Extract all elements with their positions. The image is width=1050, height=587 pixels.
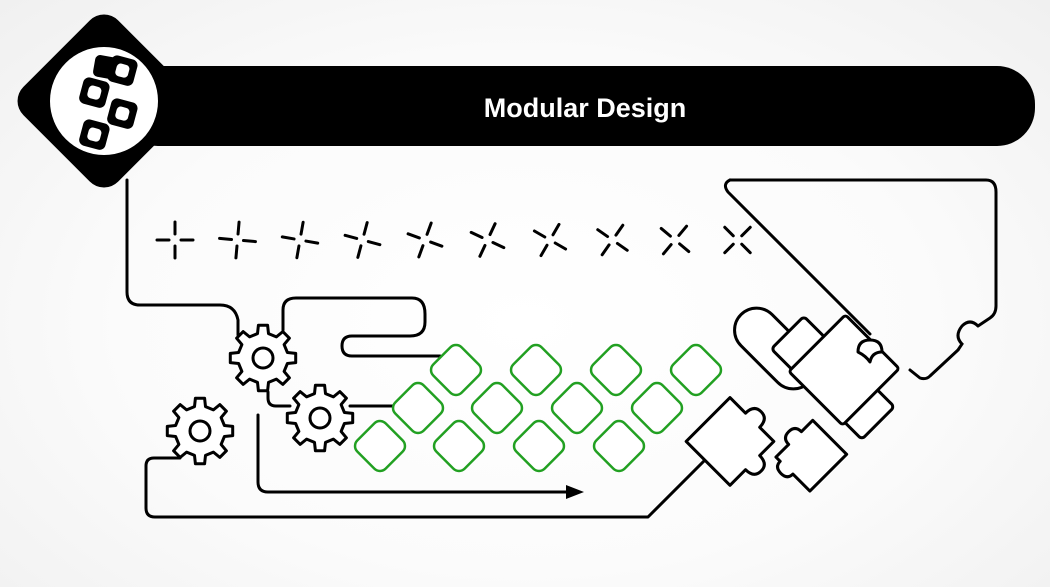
module-tile (630, 381, 684, 435)
module-tile (512, 419, 566, 473)
module-assembly (684, 306, 900, 493)
module-tile (353, 419, 407, 473)
cross-mark (723, 225, 752, 255)
socket-connector (856, 338, 884, 364)
gear-icon-middle (285, 383, 355, 453)
cross-mark (280, 220, 320, 260)
module-tile (669, 343, 723, 397)
modular-blocks-icon (17, 14, 191, 188)
puzzle-piece-2 (774, 418, 849, 493)
logo-block-1 (107, 55, 138, 86)
gears-group (165, 323, 355, 466)
module-tile (509, 343, 563, 397)
cross-mark (218, 220, 257, 260)
logo-block-4 (79, 119, 110, 150)
cross-mark (532, 222, 568, 258)
flow-lines (125, 178, 998, 519)
cross-mark (343, 221, 382, 259)
module-tile (391, 381, 445, 435)
module-tile (592, 419, 646, 473)
module-tile (470, 381, 524, 435)
cross-mark (469, 222, 506, 258)
module-tile (550, 381, 604, 435)
cross-mark (659, 224, 691, 256)
cross-marks-row (155, 220, 752, 260)
right-connector-knob (956, 320, 980, 351)
header-banner: Modular Design (120, 66, 1035, 146)
logo-block-2 (79, 77, 110, 108)
green-module-tiles (353, 343, 723, 473)
cross-mark (596, 223, 629, 257)
logo-block-3 (107, 98, 138, 129)
gear-icon-top (228, 323, 298, 393)
module-tile (432, 419, 486, 473)
page-title: Modular Design (484, 93, 687, 123)
cross-mark (155, 220, 195, 260)
module-tile (429, 343, 483, 397)
gear-icon-left (165, 396, 235, 466)
module-tile (589, 343, 643, 397)
arrow-head (566, 485, 584, 499)
puzzle-piece-1 (684, 396, 776, 487)
cross-mark (406, 221, 444, 259)
